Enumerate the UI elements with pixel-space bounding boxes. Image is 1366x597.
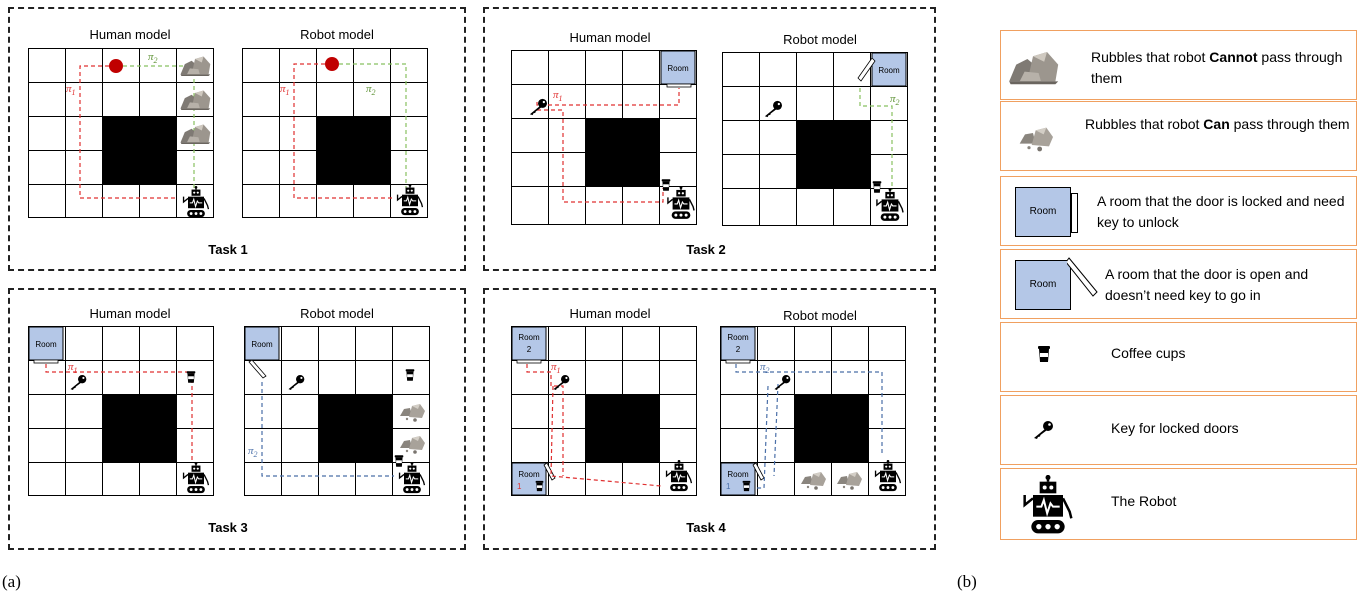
coffee-cup-icon <box>1037 345 1051 363</box>
svg-text:Room: Room <box>518 333 540 342</box>
svg-text:π1: π1 <box>66 83 76 97</box>
legend-locked-room: Room A room that the door is locked and … <box>1000 176 1357 246</box>
svg-text:Room: Room <box>251 340 273 349</box>
svg-text:π2: π2 <box>760 361 770 375</box>
legend-text-cannot: Rubbles that robot Cannot pass through t… <box>1091 47 1353 89</box>
svg-text:2: 2 <box>736 345 741 354</box>
svg-text:Room: Room <box>35 340 57 349</box>
legend-coffee: Coffee cups <box>1000 322 1357 392</box>
svg-text:π1: π1 <box>68 361 78 375</box>
svg-text:Room: Room <box>518 470 540 479</box>
legend-text-coffee: Coffee cups <box>1111 343 1351 364</box>
svg-text:π1: π1 <box>280 83 290 97</box>
locked-room-icon: Room <box>1015 187 1071 237</box>
rubble-large-icon <box>1005 45 1061 87</box>
robot-icon <box>1023 475 1073 535</box>
panel-b-label: (b) <box>957 572 977 592</box>
legend-rubble-can: Rubbles that robot Can pass through them <box>1000 101 1357 171</box>
task3-robot-grid: Room π2 <box>244 326 430 496</box>
legend-rubble-cannot: Rubbles that robot Cannot pass through t… <box>1000 30 1357 100</box>
svg-text:π2: π2 <box>890 93 900 107</box>
legend-text-open: A room that the door is open and doesn’t… <box>1105 264 1355 306</box>
task4-robot-label: Robot model <box>745 308 895 323</box>
task2-robot-label: Robot model <box>745 32 895 47</box>
task1-robot-grid: π1 π2 <box>242 48 428 218</box>
task1-title: Task 1 <box>168 242 288 257</box>
task1-human-grid: π1 π2 <box>28 48 214 218</box>
legend-text-robot: The Robot <box>1111 491 1351 512</box>
robot-icon <box>184 186 209 217</box>
svg-text:π2: π2 <box>148 51 158 65</box>
task3-robot-label: Robot model <box>262 306 412 321</box>
task3-title: Task 3 <box>168 520 288 535</box>
rubble-small-icon <box>1017 122 1057 152</box>
task2-human-grid: Room π1 <box>511 50 697 225</box>
task2-robot-grid: Room π2 <box>722 52 908 226</box>
task3-human-grid: Room π1 <box>28 326 214 496</box>
legend-open-room: Room A room that the door is open and do… <box>1000 249 1357 319</box>
svg-text:π2: π2 <box>366 83 376 97</box>
svg-text:π2: π2 <box>248 445 258 459</box>
key-icon <box>1031 420 1055 440</box>
svg-text:Room: Room <box>727 333 749 342</box>
task4-human-label: Human model <box>535 306 685 321</box>
goal-dot <box>109 59 123 73</box>
legend-key: Key for locked doors <box>1000 395 1357 465</box>
task2-human-label: Human model <box>535 30 685 45</box>
svg-text:2: 2 <box>527 345 532 354</box>
task1-human-label: Human model <box>55 27 205 42</box>
task4-human-grid: Room 2 Room π1 1 <box>511 326 697 496</box>
task1-robot-label: Robot model <box>262 27 412 42</box>
legend-text-locked: A room that the door is locked and need … <box>1097 191 1355 233</box>
svg-text:1: 1 <box>517 482 522 491</box>
open-room-icon: Room <box>1015 260 1071 310</box>
panel-a-label: (a) <box>2 572 21 592</box>
svg-text:Room: Room <box>667 64 689 73</box>
task3-human-label: Human model <box>55 306 205 321</box>
svg-text:Room: Room <box>878 66 900 75</box>
task4-robot-grid: Room 2 Room π2 1 <box>720 326 906 496</box>
svg-text:π1: π1 <box>553 89 563 103</box>
task4-title: Task 4 <box>646 520 766 535</box>
legend-text-can: Rubbles that robot Can pass through them <box>1085 114 1353 135</box>
svg-text:1: 1 <box>726 482 731 491</box>
svg-text:Room: Room <box>727 470 749 479</box>
svg-text:π1: π1 <box>551 361 561 375</box>
task2-title: Task 2 <box>646 242 766 257</box>
legend-robot: The Robot <box>1000 468 1357 540</box>
obstacle-block <box>102 116 176 184</box>
legend-text-key: Key for locked doors <box>1111 418 1351 439</box>
